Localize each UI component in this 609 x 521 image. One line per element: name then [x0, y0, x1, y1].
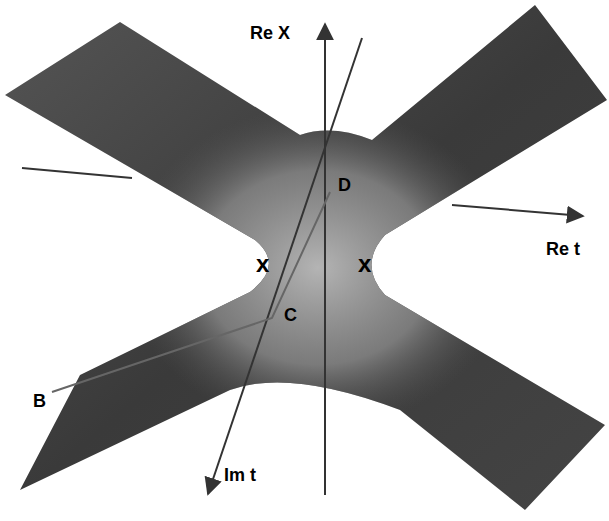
singularity-mark: x — [256, 252, 269, 276]
axis-label: Re X — [250, 24, 290, 42]
axis-label: Im t — [224, 466, 256, 484]
axis-label: Re t — [546, 240, 580, 258]
point-label: D — [338, 176, 351, 194]
point-label: B — [33, 392, 46, 410]
point-label: C — [284, 306, 297, 324]
singularity-mark: x — [358, 252, 371, 276]
